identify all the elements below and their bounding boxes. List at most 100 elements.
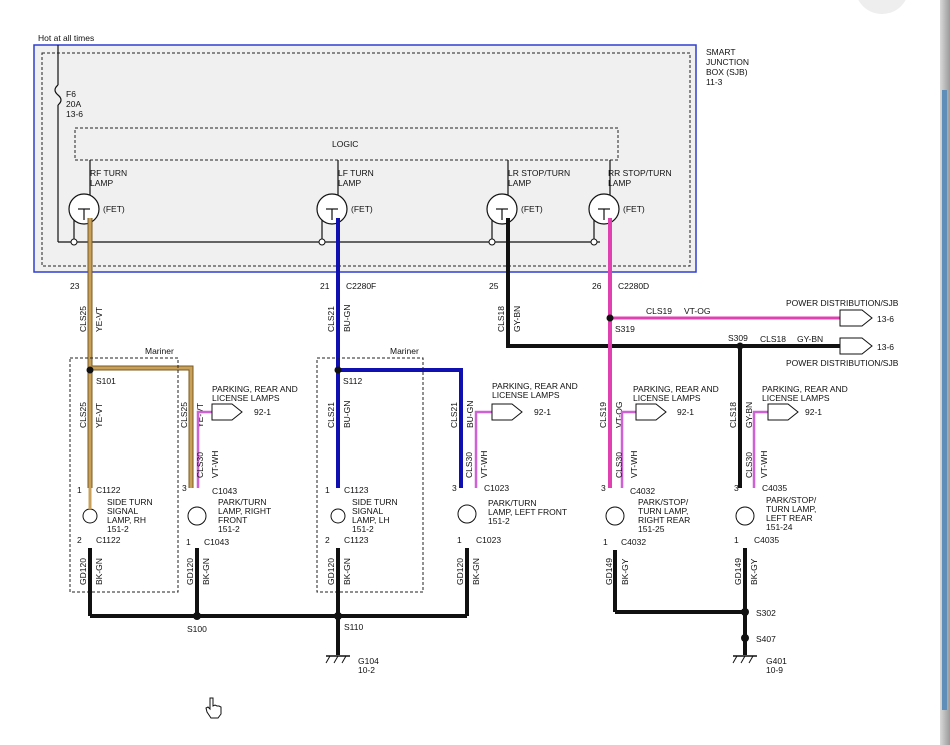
fuse-rating: 20A (66, 99, 81, 109)
lf-pin: 21 (320, 281, 330, 291)
lr-vt-wh: VT-WH (759, 451, 769, 478)
gd120-2: GD120 (185, 558, 195, 585)
park-label-lr-1: PARKING, REAR AND (762, 384, 848, 394)
ground-g104-name: G104 (358, 656, 379, 666)
lr-gy-bn: GY-BN (512, 306, 522, 332)
park-label-rr-2: LICENSE LAMPS (633, 393, 701, 403)
ground-g401-name: G401 (766, 656, 787, 666)
hand-cursor-icon (205, 697, 222, 719)
rh-side-pin2: 2 (77, 535, 82, 545)
lr-pin: 25 (489, 281, 499, 291)
park-rf-l2: LAMP, RIGHT (218, 506, 271, 516)
lh-side-conn-top: C1123 (344, 485, 369, 495)
splice-s319: S319 (615, 324, 635, 334)
parking-feed-rf (196, 403, 243, 488)
lf-label-1: LF TURN (338, 168, 374, 178)
lh-side-conn-bot: C1123 (344, 535, 369, 545)
splice-s302: S302 (756, 608, 776, 618)
bk-gy-1: BK-GY (620, 558, 630, 585)
lr-lamp-l4: 151-24 (766, 522, 793, 532)
lf-fet-label: (FET) (351, 204, 373, 214)
power-dist-ref-1: 13-6 (877, 314, 894, 324)
rr-connector: C2280D (618, 281, 649, 291)
lr-lamp-l2: TURN LAMP, (766, 504, 816, 514)
splice-s309-dot (736, 342, 744, 350)
rf-park-pin1: 1 (186, 537, 191, 547)
parking-feed-lf (474, 403, 523, 488)
park-ref-lf: 92-1 (534, 407, 551, 417)
gd149-2: GD149 (733, 558, 743, 585)
rf-park-conn-bot: C1043 (204, 537, 229, 547)
park-stop-turn-lr-lamp (735, 506, 755, 526)
ground-g104-icon (325, 655, 350, 664)
rr-pin: 26 (592, 281, 602, 291)
lr-conn-bot: C4035 (754, 535, 779, 545)
park-lf-l1: PARK/TURN (488, 498, 537, 508)
rr-conn-bot: C4032 (621, 537, 646, 547)
splice-s319-dot (606, 314, 614, 322)
splice-s112-dot (334, 366, 342, 374)
park-label-lr-2: LICENSE LAMPS (762, 393, 830, 403)
logic-box (74, 127, 619, 161)
splice-s101-dot (86, 366, 94, 374)
splice-s407: S407 (756, 634, 776, 644)
power-dist-tag-1 (839, 309, 873, 327)
side-lh-l2: SIGNAL (352, 506, 383, 516)
lh-side-bu-gn: BU-GN (342, 401, 352, 428)
lf-wire-bu-gn (336, 218, 463, 488)
cls18-top-label: CLS18 (760, 334, 786, 344)
scrollbar-thumb[interactable] (942, 90, 947, 710)
ground-wires-front (88, 548, 469, 655)
park-rf-l3: FRONT (218, 515, 247, 525)
ground-wires-rear (613, 548, 747, 655)
lr-lamp-l3: LEFT REAR (766, 513, 813, 523)
rf-wire-ye-vt (87, 218, 194, 488)
rr-conn-top: C4032 (630, 486, 655, 496)
lf-cls30: CLS30 (464, 452, 474, 478)
rr-lamp-l4: 151-25 (638, 524, 665, 534)
parking-feed-rr (620, 403, 667, 488)
sjb-label-4: 11-3 (706, 77, 723, 87)
rh-side-conn-top: C1122 (96, 485, 121, 495)
splice-s302-dot (741, 608, 749, 616)
rr-label-1: RR STOP/TURN (608, 168, 672, 178)
lf-park-bu-gn: BU-GN (465, 401, 475, 428)
park-stop-turn-rr-lamp (605, 506, 625, 526)
sjb-label-2: JUNCTION (706, 57, 749, 67)
rf-fet (68, 160, 100, 246)
parking-feed-lr (752, 403, 799, 488)
gd120-1: GD120 (78, 558, 88, 585)
gd120-4: GD120 (455, 558, 465, 585)
lr-cls18-mid: CLS18 (728, 402, 738, 428)
park-label-lf-2: LICENSE LAMPS (492, 390, 560, 400)
rr-lamp-l2: TURN LAMP, (638, 506, 688, 516)
vt-og-top-label: VT-OG (684, 306, 710, 316)
lf-cls21: CLS21 (326, 306, 336, 332)
park-ref-lr: 92-1 (805, 407, 822, 417)
fuse-symbol (54, 84, 62, 106)
mariner-box-lh (316, 357, 424, 593)
lh-side-pin1: 1 (325, 485, 330, 495)
splice-s100-dot (193, 612, 201, 620)
logic-label: LOGIC (332, 139, 358, 149)
park-turn-rf-lamp (187, 506, 207, 526)
rf-fet-label: (FET) (103, 204, 125, 214)
rf-vt-wh: VT-WH (210, 451, 220, 478)
lr-label-2: LAMP (508, 178, 531, 188)
rf-ye-vt: YE-VT (94, 307, 104, 332)
park-lf-l3: 151-2 (488, 516, 510, 526)
lf-fet (316, 160, 348, 246)
side-turn-rh-lamp (82, 508, 98, 524)
splice-s112: S112 (343, 376, 362, 386)
power-dist-tag-2 (839, 337, 873, 355)
mariner-label-lh: Mariner (390, 346, 419, 356)
side-lh-l4: 151-2 (352, 524, 374, 534)
lr-conn-top: C4035 (762, 483, 787, 493)
bk-gy-2: BK-GY (749, 558, 759, 585)
lr-pin1: 1 (734, 535, 739, 545)
power-dist-label-2: POWER DISTRIBUTION/SJB (786, 358, 899, 368)
bk-gn-2: BK-GN (201, 558, 211, 585)
window-scrollbar[interactable] (940, 0, 950, 745)
lr-fet-label: (FET) (521, 204, 543, 214)
